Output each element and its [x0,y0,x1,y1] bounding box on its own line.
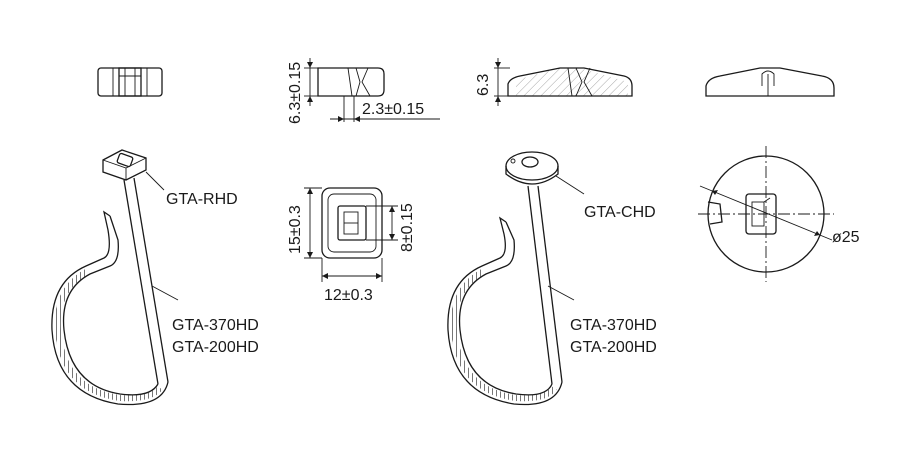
left-strap-label-2: GTA-200HD [172,339,259,356]
right-strap-label-2: GTA-200HD [570,339,657,356]
chd-height-dim: 6.3 [475,74,492,96]
rhd-side-section [304,58,440,122]
rhd-head-width-dim: 12±0.3 [324,287,373,304]
chd-strap-illustration [447,151,563,406]
rhd-strap-illustration [51,149,169,406]
rhd-name-label: GTA-RHD [166,191,238,208]
right-strap-label-1: GTA-370HD [570,317,657,334]
rhd-height-dim: 6.3±0.15 [287,62,304,124]
chd-side-section [494,58,633,106]
chd-elevation [705,67,835,97]
rhd-top-view [97,67,163,97]
chd-plan-view [698,146,834,282]
rhd-slot-height-dim: 8±0.15 [399,203,416,252]
chd-name-label: GTA-CHD [584,204,656,221]
chd-diameter-dim: ø25 [832,229,860,246]
rhd-head-height-dim: 15±0.3 [287,205,304,254]
left-strap-label-1: GTA-370HD [172,317,259,334]
rhd-slot-width-dim: 2.3±0.15 [362,101,424,118]
rhd-head-front-view [304,187,398,282]
